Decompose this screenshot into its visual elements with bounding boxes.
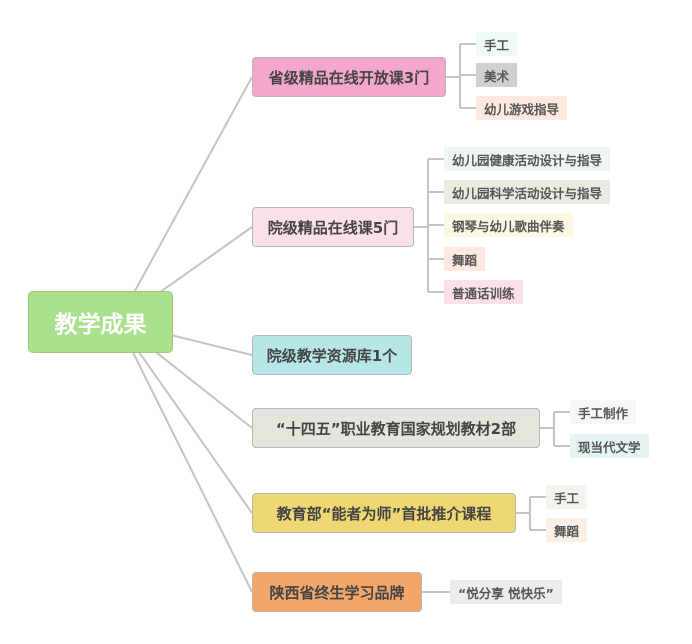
root-branch-line: [117, 76, 253, 323]
root-branch-line: [117, 321, 253, 593]
leaf-node-handicraft-2[interactable]: 手工: [546, 485, 588, 509]
branch-node-moe-courses[interactable]: 教育部“能者为师”首批推介课程: [252, 493, 516, 533]
leaf-node-dance[interactable]: 舞蹈: [444, 247, 486, 271]
leaf-node-mandarin-training[interactable]: 普通话训练: [444, 280, 523, 304]
leaf-node-dance-2[interactable]: 舞蹈: [546, 518, 588, 542]
branch-node-resource-library[interactable]: 院级教学资源库1个: [252, 335, 412, 375]
branch-node-college-courses[interactable]: 院级精品在线课5门: [252, 207, 414, 247]
branch-node-national-textbooks[interactable]: “十四五”职业教育国家规划教材2部: [252, 408, 540, 448]
root-node[interactable]: 教学成果: [28, 291, 173, 353]
branch-node-lifelong-learning[interactable]: 陕西省终生学习品牌: [252, 572, 422, 612]
leaf-node-share-joy[interactable]: “悦分享 悦快乐”: [450, 580, 562, 604]
root-branch-line: [117, 321, 253, 514]
leaf-node-science-activity[interactable]: 幼儿园科学活动设计与指导: [444, 180, 611, 204]
leaf-node-kids-game-guide[interactable]: 幼儿游戏指导: [476, 96, 568, 120]
branch-node-provincial-courses[interactable]: 省级精品在线开放课3门: [252, 57, 446, 97]
leaf-node-handicraft[interactable]: 手工: [476, 32, 518, 56]
leaf-node-piano-accompaniment[interactable]: 钢琴与幼儿歌曲伴奏: [444, 213, 573, 237]
leaf-node-fine-art[interactable]: 美术: [476, 63, 518, 87]
leaf-node-health-activity[interactable]: 幼儿园健康活动设计与指导: [444, 147, 611, 171]
leaf-node-handicraft-making[interactable]: 手工制作: [570, 400, 637, 424]
leaf-node-modern-literature[interactable]: 现当代文学: [570, 434, 649, 458]
